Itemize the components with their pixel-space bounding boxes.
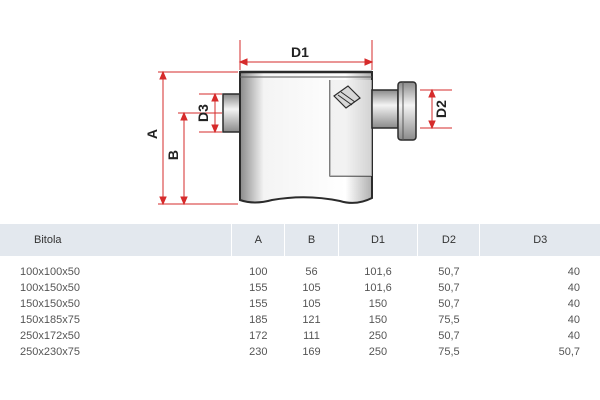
cell-d3: 50,7 xyxy=(558,346,580,358)
dimension-lines xyxy=(158,40,452,206)
table-row: 250x172x50 172 111 250 50,7 40 xyxy=(0,328,600,344)
label-b: B xyxy=(165,150,181,160)
cell-bitola: 250x230x75 xyxy=(20,346,80,358)
header-d2: D2 xyxy=(417,224,480,256)
header-b: B xyxy=(284,224,339,256)
cell-a: 155 xyxy=(249,282,268,294)
table-header-row: Bitola A B D1 D2 D3 xyxy=(0,224,600,256)
cell-d1: 101,6 xyxy=(364,282,392,294)
dimension-table: Bitola A B D1 D2 D3 100x100x50 100 56 10… xyxy=(0,224,600,360)
header-d3: D3 xyxy=(479,224,600,256)
cell-d1: 250 xyxy=(368,330,388,342)
trap-body xyxy=(239,70,373,204)
cell-a: 100 xyxy=(249,266,268,278)
cell-d1: 250 xyxy=(368,346,388,358)
cell-bitola: 100x100x50 xyxy=(20,266,80,278)
cell-d2: 50,7 xyxy=(438,282,460,294)
cell-bitola: 100x150x50 xyxy=(20,282,80,294)
cell-a: 185 xyxy=(249,314,268,326)
outlet-pipe-d2 xyxy=(371,81,417,141)
header-d1: D1 xyxy=(337,224,418,256)
header-bitola: Bitola xyxy=(34,234,62,246)
label-d3: D3 xyxy=(195,104,211,122)
cell-d2: 50,7 xyxy=(438,330,460,342)
cell-d1: 101,6 xyxy=(364,266,392,278)
technical-drawing: D1 D2 D3 A B xyxy=(144,40,452,206)
cell-d3: 40 xyxy=(567,314,580,326)
table-row: 150x150x50 155 105 150 50,7 40 xyxy=(0,296,600,312)
cell-b: 111 xyxy=(303,330,320,342)
cell-b: 121 xyxy=(302,314,321,326)
cell-a: 230 xyxy=(249,346,268,358)
cell-d2: 75,5 xyxy=(438,314,460,326)
cell-d3: 40 xyxy=(567,330,580,342)
table-row: 150x185x75 185 121 150 75,5 40 xyxy=(0,312,600,328)
cell-d3: 40 xyxy=(567,298,580,310)
cell-bitola: 150x150x50 xyxy=(20,298,80,310)
cell-b: 105 xyxy=(302,282,321,294)
cell-d3: 40 xyxy=(567,282,580,294)
cell-b: 169 xyxy=(302,346,321,358)
label-d1: D1 xyxy=(291,44,309,60)
cell-a: 155 xyxy=(249,298,268,310)
cell-a: 172 xyxy=(249,330,268,342)
cell-b: 105 xyxy=(302,298,321,310)
cell-d1: 150 xyxy=(368,298,388,310)
cell-d1: 150 xyxy=(368,314,388,326)
cell-bitola: 250x172x50 xyxy=(20,330,80,342)
cell-d3: 40 xyxy=(567,266,580,278)
table-row: 250x230x75 230 169 250 75,5 50,7 xyxy=(0,344,600,360)
cell-d2: 75,5 xyxy=(438,346,460,358)
table-row: 100x150x50 155 105 101,6 50,7 40 xyxy=(0,280,600,296)
label-a: A xyxy=(144,129,160,139)
cell-bitola: 150x185x75 xyxy=(20,314,80,326)
cell-b: 56 xyxy=(305,266,318,278)
cell-d2: 50,7 xyxy=(438,298,460,310)
table-row: 100x100x50 100 56 101,6 50,7 40 xyxy=(0,256,600,280)
check-valve xyxy=(333,85,361,109)
cell-d2: 50,7 xyxy=(438,266,460,278)
label-d2: D2 xyxy=(433,100,449,118)
header-a: A xyxy=(231,224,285,256)
